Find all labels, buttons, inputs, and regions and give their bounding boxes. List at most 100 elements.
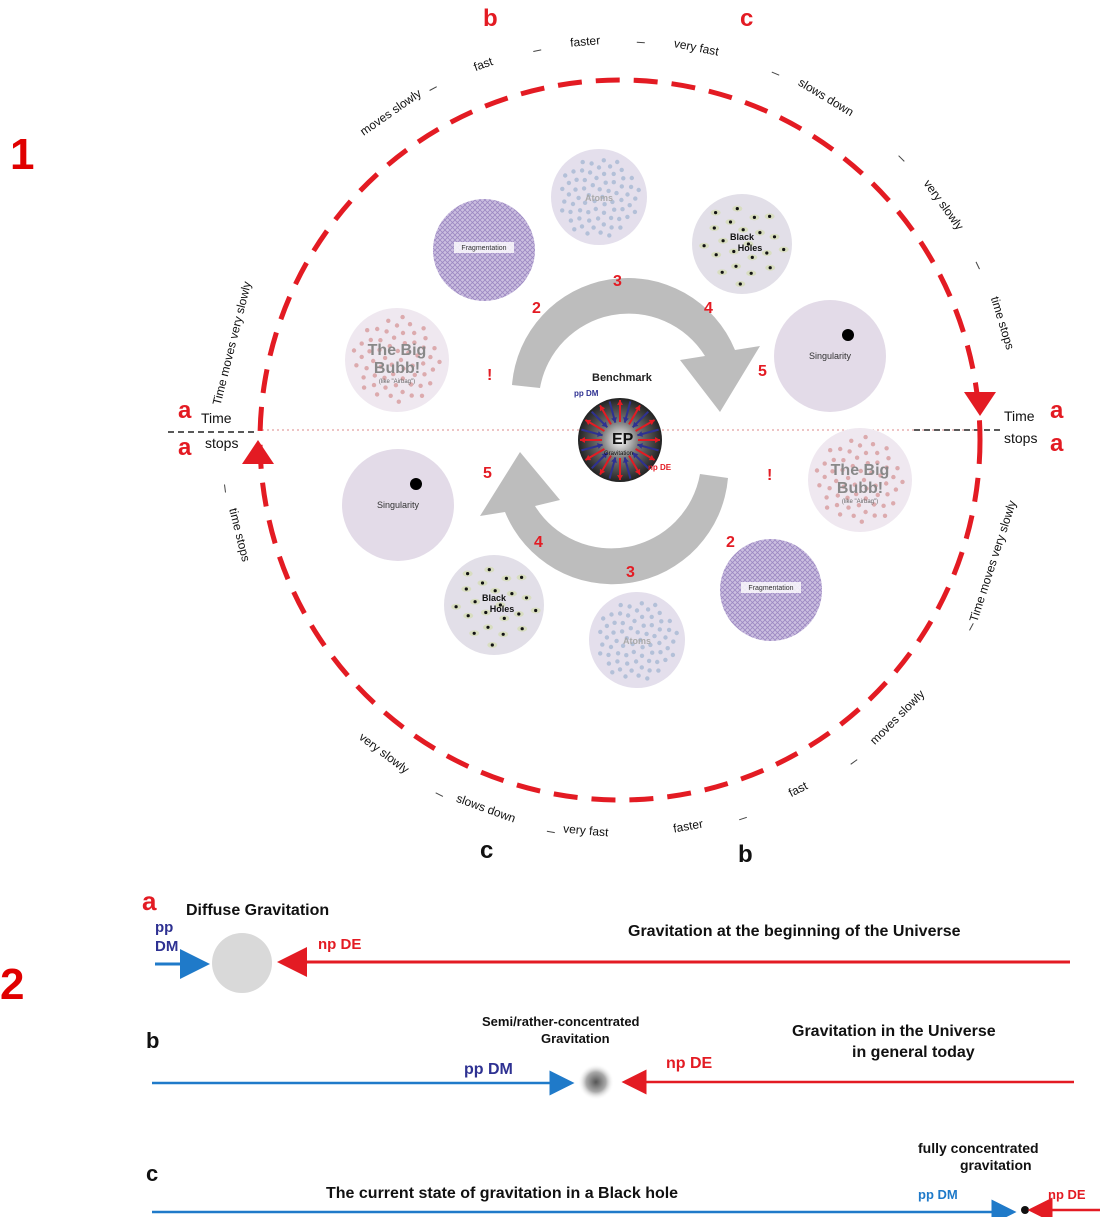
texture-dot	[611, 180, 616, 185]
texture-dot	[412, 372, 417, 378]
phase-num-5-bottom: 5	[483, 465, 492, 482]
hole-dot	[501, 632, 505, 636]
texture-dot	[884, 481, 889, 486]
texture-dot	[585, 231, 590, 236]
texture-dot	[624, 636, 629, 641]
texture-dot	[636, 187, 641, 193]
texture-dot	[601, 222, 606, 227]
ring-letter-a-right-2: a	[1050, 430, 1064, 457]
phase-singularity-bottom: Singularity	[342, 449, 454, 561]
texture-dot	[374, 392, 380, 397]
ep-ray-head	[655, 437, 660, 443]
texture-dot	[657, 640, 662, 646]
ep-ray-head	[632, 421, 639, 428]
hole-dot	[493, 589, 497, 593]
hole-dot	[490, 643, 494, 647]
texture-dot	[881, 503, 886, 508]
texture-dot	[617, 216, 622, 222]
ring-letter-b-top: b	[483, 5, 498, 32]
texture-dot	[625, 661, 630, 666]
texture-dot	[600, 642, 605, 647]
texture-dot	[663, 635, 668, 640]
row-b-pp: pp DM	[464, 1061, 513, 1078]
texture-dot	[639, 601, 644, 606]
texture-dot	[601, 616, 606, 621]
texture-dot	[638, 637, 643, 643]
hole-dot	[765, 251, 769, 255]
texture-dot	[562, 199, 567, 204]
ring-word-top: very fast	[673, 36, 721, 59]
texture-dot	[398, 357, 404, 363]
texture-dot	[814, 468, 820, 473]
texture-dot	[384, 329, 389, 334]
phase-num-4-top: 4	[704, 300, 713, 317]
hole-dot	[487, 568, 491, 572]
phase-num-3-bottom: 3	[626, 564, 635, 581]
ring-word-dash	[636, 41, 645, 44]
texture-dot	[624, 653, 629, 658]
hole-dot	[520, 575, 524, 580]
row-b-title-2: Gravitation	[541, 1031, 610, 1046]
texture-dot	[401, 366, 406, 371]
texture-dot	[597, 187, 602, 192]
ep-ray-head	[599, 468, 606, 475]
texture-dot	[604, 623, 610, 629]
texture-dot	[831, 457, 836, 463]
ep-ray-head	[634, 405, 641, 412]
hole-dot	[714, 211, 718, 215]
ring-word-dash	[771, 71, 780, 76]
texture-dot	[428, 354, 433, 360]
ring-word-dash	[435, 792, 444, 797]
texture-dot	[592, 198, 597, 204]
texture-dot	[568, 209, 573, 215]
texture-dot	[586, 210, 591, 215]
texture-dot	[621, 176, 626, 181]
hole-dot	[502, 616, 506, 621]
ring-word-bottom: very fast	[563, 822, 610, 840]
texture-dot	[846, 505, 851, 510]
texture-dot	[674, 630, 679, 636]
texture-dot	[437, 359, 442, 365]
hole-dot	[504, 576, 508, 581]
ep-ray-head	[597, 443, 603, 449]
texture-dot	[863, 450, 869, 456]
texture-dot	[354, 363, 359, 368]
texture-dot	[577, 208, 583, 213]
row-c-title-2: gravitation	[960, 1157, 1032, 1173]
texture-dot	[579, 224, 585, 229]
texture-dot	[834, 478, 839, 484]
texture-dot	[415, 353, 420, 358]
hole-dot	[510, 592, 514, 596]
ring-word-top: fast	[472, 54, 496, 74]
texture-dot	[421, 361, 426, 366]
texture-dot	[847, 449, 852, 454]
texture-dot	[658, 650, 663, 655]
atoms-label: Atoms	[585, 193, 613, 203]
texture-dot	[432, 346, 437, 351]
texture-dot	[859, 519, 864, 524]
ring-word-dash	[850, 759, 858, 765]
texture-dot	[617, 667, 623, 672]
texture-dot	[666, 627, 672, 633]
ring-word-bottom: slows down	[454, 791, 517, 825]
texture-dot	[410, 363, 415, 368]
ep-ray-head	[648, 419, 655, 426]
texture-dot	[824, 505, 830, 510]
row-a-letter: a	[142, 886, 157, 916]
row-b-letter: b	[146, 1028, 159, 1053]
ring-word-top: time stops	[988, 295, 1017, 351]
ring-letter-c-bottom: c	[480, 837, 493, 864]
hole-dot	[746, 242, 751, 246]
hole-dot	[472, 631, 476, 635]
texture-dot	[607, 233, 612, 238]
ring-word-top: faster	[570, 33, 601, 50]
texture-dot	[627, 203, 632, 208]
texture-dot	[570, 201, 576, 207]
texture-dot	[630, 641, 635, 647]
big-bubb-sub: (like "Airbag")	[842, 499, 878, 505]
texture-dot	[615, 651, 621, 656]
texture-dot	[837, 512, 843, 517]
texture-dot	[606, 188, 611, 194]
